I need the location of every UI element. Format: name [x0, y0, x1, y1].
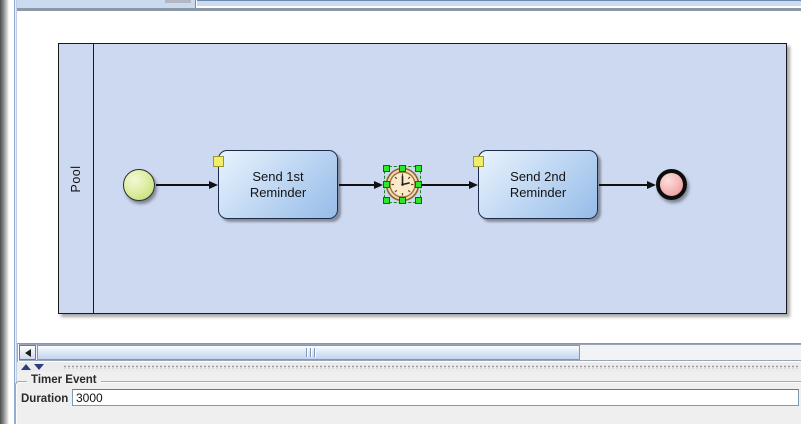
properties-panel: Timer Event Duration	[15, 372, 801, 424]
header-band	[197, 0, 801, 8]
tab-strip	[17, 0, 801, 8]
groupbox-title: Timer Event	[27, 374, 101, 386]
selection-handle-w[interactable]	[383, 181, 390, 188]
task-marker-icon	[213, 156, 224, 167]
end-event[interactable]	[656, 169, 687, 200]
sequence-flow-4[interactable]	[599, 184, 647, 186]
timer-event-groupbox	[15, 381, 801, 424]
sequence-flow-2[interactable]	[339, 184, 375, 186]
selection-handle-n[interactable]	[399, 165, 406, 172]
sequence-flow-3[interactable]	[421, 184, 469, 186]
splitpane-divider[interactable]	[17, 362, 801, 372]
task-label: Send 1st Reminder	[249, 168, 307, 200]
selection-handle-se[interactable]	[415, 197, 422, 204]
left-arrow-icon	[24, 348, 31, 357]
task-send-1st-reminder[interactable]: Send 1st Reminder	[218, 150, 338, 219]
selection-handle-s[interactable]	[399, 197, 406, 204]
horizontal-scrollbar[interactable]	[19, 344, 801, 361]
selection-handle-ne[interactable]	[415, 165, 422, 172]
divider-collapse-down-button[interactable]	[34, 364, 44, 370]
scrollbar-left-button[interactable]	[19, 345, 36, 360]
sequence-flow-4-arrowhead	[647, 180, 656, 189]
diagram-canvas[interactable]: Pool Send 1st Reminder	[17, 11, 801, 344]
selection-handle-sw[interactable]	[383, 197, 390, 204]
task-marker-icon	[473, 156, 484, 167]
start-event[interactable]	[123, 169, 155, 201]
pool-label-band: Pool	[59, 44, 94, 313]
scrollbar-thumb[interactable]	[37, 345, 580, 360]
tab-grip	[165, 0, 191, 3]
editor-tab[interactable]	[17, 0, 196, 8]
divider-collapse-up-button[interactable]	[21, 364, 31, 370]
header-divider-line	[17, 8, 801, 11]
sequence-flow-1[interactable]	[156, 184, 209, 186]
task-label: Send 2nd Reminder	[509, 168, 567, 200]
window-left-shadow	[0, 0, 9, 424]
divider-texture	[63, 365, 799, 369]
sequence-flow-1-arrowhead	[209, 180, 218, 189]
selection-handle-nw[interactable]	[383, 165, 390, 172]
pool-label: Pool	[69, 165, 83, 193]
scrollbar-thumb-grip	[306, 348, 318, 357]
duration-input[interactable]	[72, 389, 799, 406]
sequence-flow-2-arrowhead	[374, 180, 383, 189]
task-send-2nd-reminder[interactable]: Send 2nd Reminder	[478, 150, 598, 219]
sequence-flow-3-arrowhead	[469, 180, 478, 189]
duration-label: Duration	[21, 393, 69, 405]
panel-left-border	[14, 0, 18, 424]
